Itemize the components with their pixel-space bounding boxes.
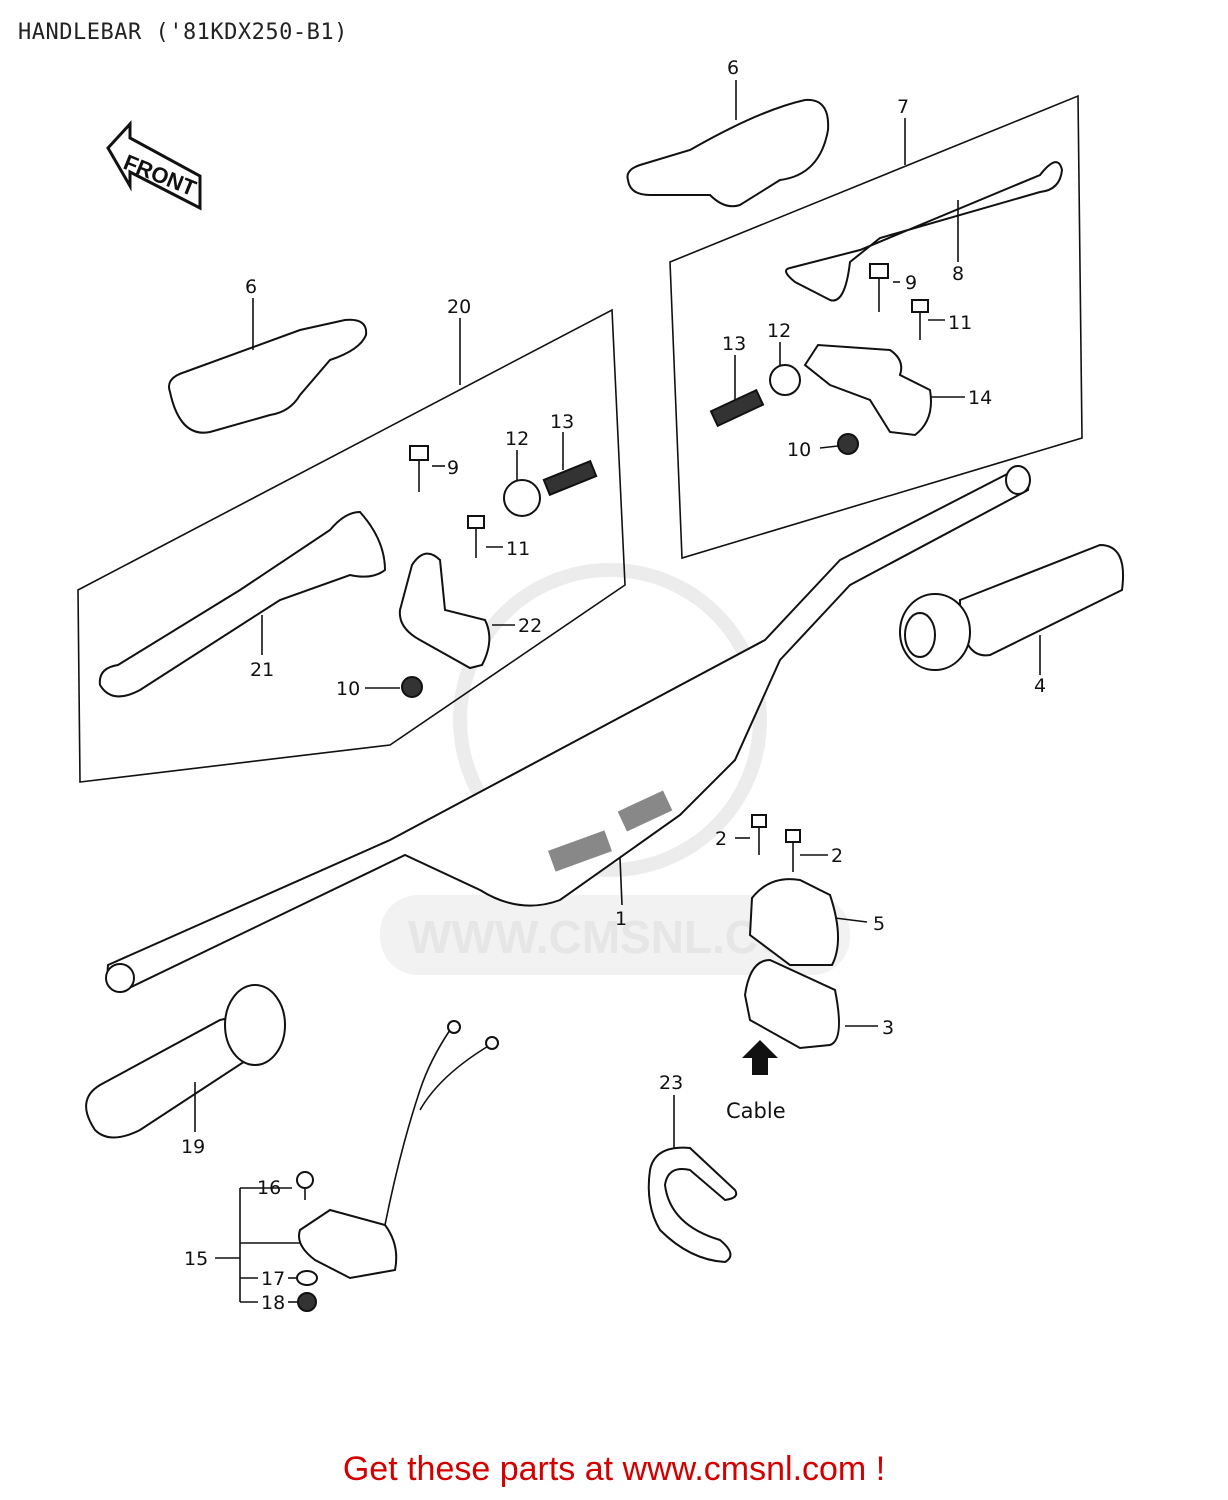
callout-2b: 2	[831, 845, 843, 867]
callout-4: 4	[1034, 675, 1046, 697]
callout-12-right: 12	[767, 320, 791, 342]
grip-left	[85, 984, 286, 1139]
switch-wires	[384, 1029, 491, 1226]
cable-clamp-band	[647, 1146, 738, 1264]
leader-lines	[194, 80, 1041, 1303]
engine-stop-switch	[298, 1208, 398, 1280]
washer-17	[296, 1270, 318, 1286]
callout-10-right: 10	[787, 439, 811, 461]
clutch-lever	[98, 510, 387, 698]
throttle-housing-upper	[748, 878, 840, 966]
callout-8: 8	[952, 263, 964, 285]
callout-13-left: 13	[550, 411, 574, 433]
callout-1: 1	[615, 908, 627, 930]
bolt-9-left	[409, 445, 429, 492]
callout-7: 7	[897, 96, 909, 118]
callout-23: 23	[659, 1072, 683, 1094]
right-lever-assembly-frame	[669, 94, 1083, 560]
brake-lever-holder	[803, 343, 932, 437]
cable-label: Cable	[726, 1099, 786, 1123]
throttle-housing-lower	[743, 958, 840, 1050]
callout-13-right: 13	[722, 333, 746, 355]
locknut-12-right	[769, 364, 801, 396]
callout-5: 5	[873, 913, 885, 935]
bolt-9-right	[869, 263, 889, 312]
screw-16	[296, 1171, 314, 1200]
locknut-12-left	[503, 479, 541, 517]
callout-18: 18	[261, 1292, 285, 1314]
footer-parts-link[interactable]: Get these parts at www.cmsnl.com !	[342, 1450, 886, 1488]
callout-21: 21	[250, 659, 274, 681]
callout-9-left: 9	[447, 457, 459, 479]
cable-direction-arrow-icon	[742, 1040, 778, 1075]
screw-2b	[785, 829, 801, 872]
callout-9-right: 9	[905, 272, 917, 294]
adjuster-13-left	[542, 459, 598, 497]
front-arrow-icon: FRONT	[106, 120, 202, 211]
page-title: HANDLEBAR ('81KDX250-B1)	[18, 20, 348, 45]
clutch-lever-holder	[398, 552, 491, 670]
callout-15: 15	[184, 1248, 208, 1270]
callout-19: 19	[181, 1136, 205, 1158]
callout-10-left: 10	[336, 678, 360, 700]
callouts: 6 7 6 20 8 9 11 13 12 14 10 9 12 13 11 2…	[181, 57, 1046, 1314]
callout-17: 17	[261, 1268, 285, 1290]
left-lever-assembly-frame	[77, 308, 626, 783]
grip-right	[899, 543, 1124, 671]
nut-10-left	[401, 676, 423, 698]
handlebar	[105, 465, 1031, 993]
brake-lever	[785, 161, 1064, 302]
adjuster-13-right	[709, 388, 765, 428]
bolt-11-left	[467, 515, 485, 558]
callout-16: 16	[257, 1177, 281, 1199]
callout-20: 20	[447, 296, 471, 318]
callout-22: 22	[518, 615, 542, 637]
callout-6-left: 6	[245, 276, 257, 298]
bolt-11-right	[911, 299, 929, 340]
nut-10-right	[837, 433, 859, 455]
callout-6-right: 6	[727, 57, 739, 79]
lever-cover-right	[626, 98, 830, 208]
callout-2a: 2	[715, 828, 727, 850]
callout-12-left: 12	[505, 428, 529, 450]
nut-18	[297, 1292, 317, 1312]
screw-2a	[751, 814, 767, 855]
callout-11-right: 11	[948, 312, 972, 334]
callout-11-left: 11	[506, 538, 530, 560]
callout-3: 3	[882, 1017, 894, 1039]
callout-14: 14	[968, 387, 992, 409]
lever-cover-left	[168, 318, 368, 434]
